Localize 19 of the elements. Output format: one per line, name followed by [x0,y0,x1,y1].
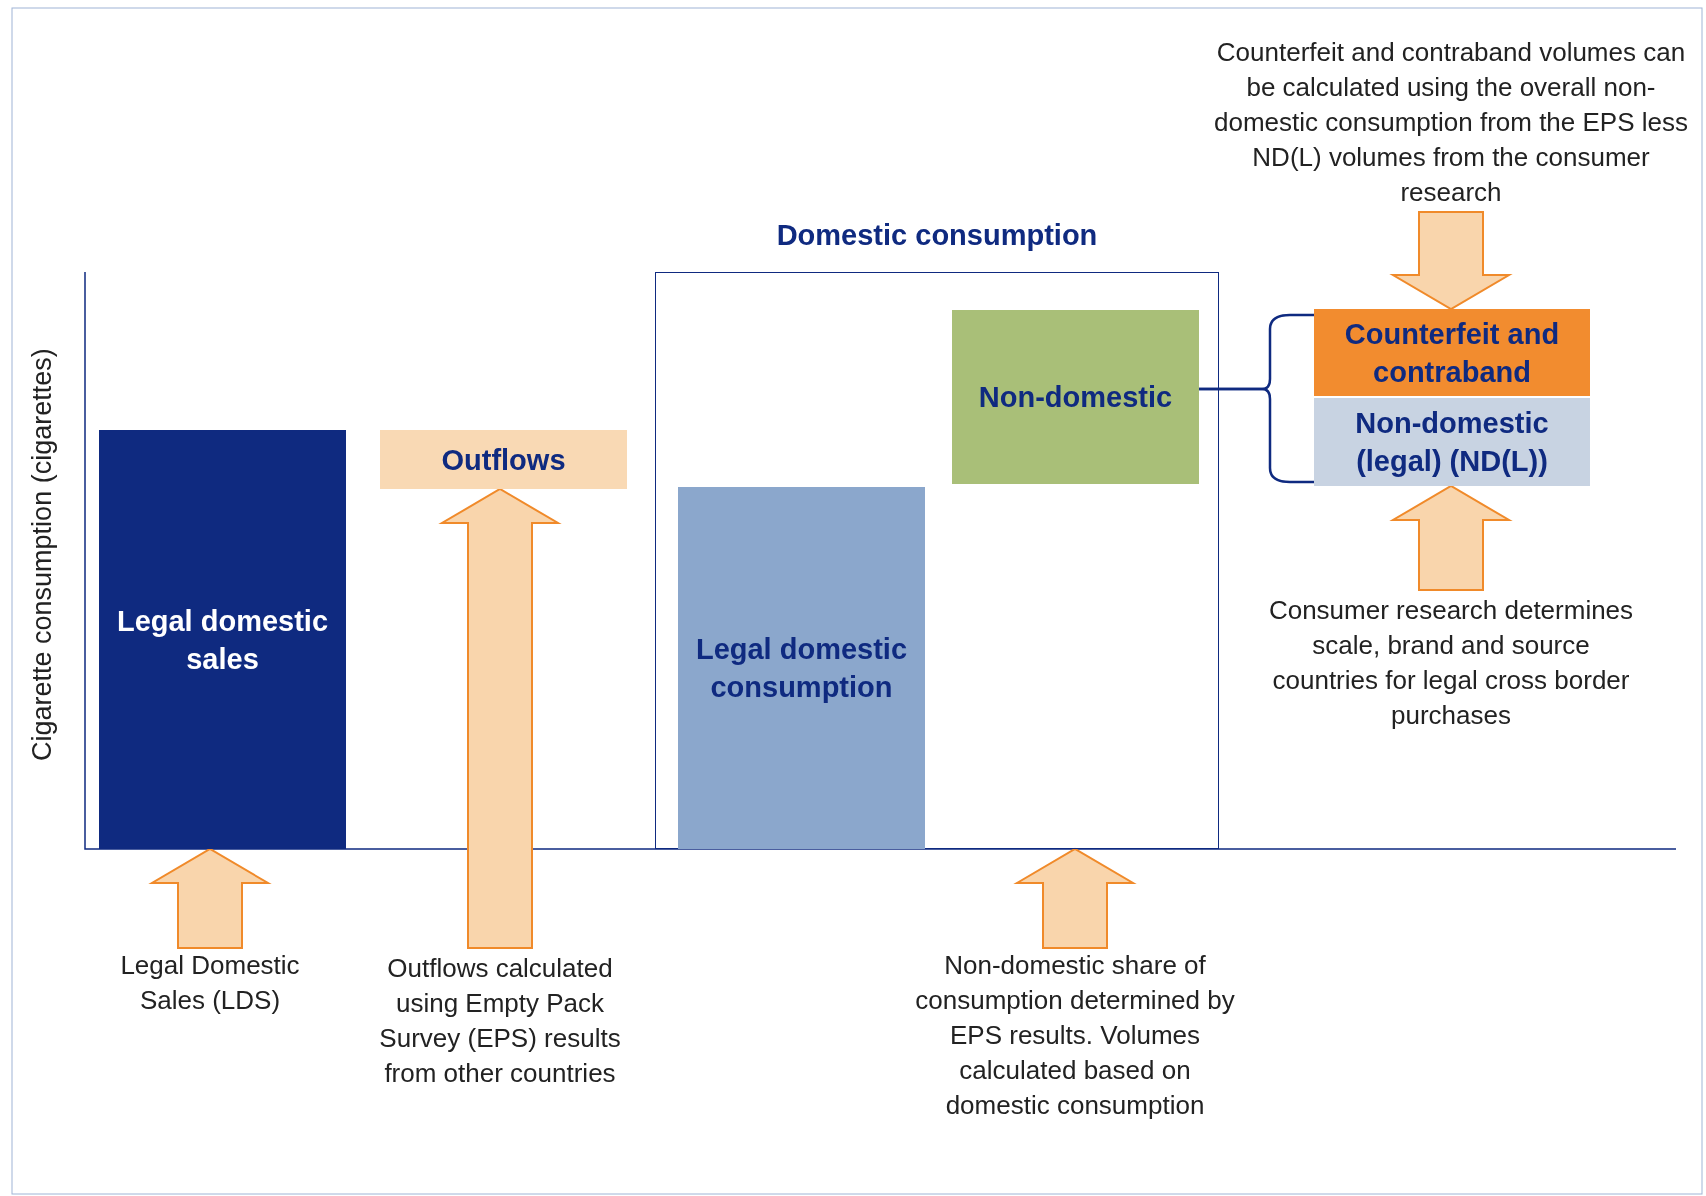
note-text: Counterfeit and contraband volumes can be calculated using the overall non-domestic consumption from the EPS less ND(L) volumes from the consumer research [1206,32,1696,212]
bar: Non-domestic (legal) (ND(L)) [1314,398,1590,486]
block-arrow [1389,484,1513,591]
bar: Non-domestic [952,310,1199,484]
note-text: Non-domestic share of consumption determined by EPS results. Volumes calculated based on domestic consumption [915,948,1235,1163]
note-text: Consumer research determines scale, brand and source countries for legal cross border purchases [1256,590,1646,735]
bar: Counterfeit and contraband [1314,309,1590,396]
block-arrow [1389,211,1513,311]
axis-title: Cigarette consumption (cigarettes) [25,347,58,764]
note-text: Legal Domestic Sales (LDS) [90,948,330,1058]
block-arrow [438,487,562,949]
bracket-line [1199,387,1314,484]
note-text: Outflows calculated using Empty Pack Survey (EPS) results from other countries [360,948,640,1093]
bar: Legal domestic consumption [678,487,925,849]
bar: Outflows [380,430,627,489]
block-arrow [1013,847,1137,949]
block-arrow [148,847,272,949]
group-title: Domestic consumption [775,219,1099,252]
bar: Legal domestic sales [99,430,346,849]
